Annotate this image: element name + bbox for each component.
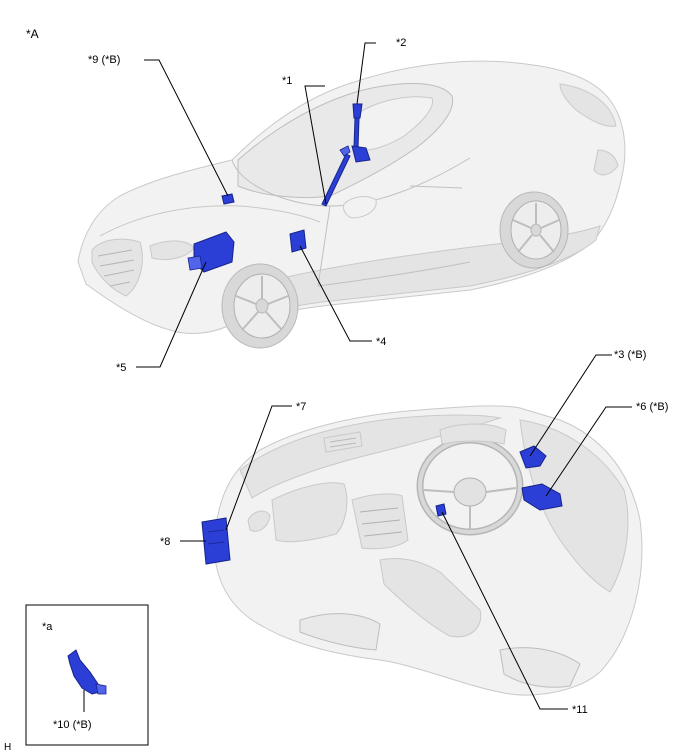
callout-5: *5 bbox=[116, 362, 126, 374]
front-wheel bbox=[221, 263, 299, 349]
part-1-curtain-airbag bbox=[321, 145, 351, 207]
part-5-module bbox=[187, 231, 235, 273]
callout-2: *2 bbox=[396, 37, 406, 49]
callout-4: *4 bbox=[376, 336, 386, 348]
rear-wheel bbox=[499, 191, 569, 269]
view-label-inset: *a bbox=[42, 621, 53, 633]
part-6-module bbox=[521, 483, 563, 511]
inset-frame bbox=[25, 604, 149, 746]
callout-1: *1 bbox=[282, 75, 292, 87]
part-4-sensor bbox=[289, 229, 307, 253]
part-3-module bbox=[519, 445, 547, 469]
callout-8: *8 bbox=[160, 536, 170, 548]
part-9-sensor bbox=[221, 193, 235, 205]
dashboard-interior bbox=[201, 405, 643, 696]
corner-label: H bbox=[4, 742, 11, 753]
car-exterior bbox=[77, 60, 626, 349]
callout-3: *3 (*B) bbox=[614, 349, 646, 361]
view-label-main: *A bbox=[26, 27, 39, 41]
inset-detail: *a *10 (*B) bbox=[25, 604, 149, 746]
part-11-sensor bbox=[435, 503, 447, 517]
top-leaders bbox=[136, 42, 376, 368]
bottom-leaders bbox=[180, 354, 632, 710]
part-2-seatbelt-pretensioner bbox=[351, 103, 371, 163]
callout-9: *9 (*B) bbox=[88, 54, 120, 66]
part-8-module bbox=[201, 517, 231, 565]
callout-7: *7 bbox=[296, 401, 306, 413]
callout-11: *11 bbox=[572, 704, 588, 716]
callout-10: *10 (*B) bbox=[53, 719, 92, 731]
callout-6: *6 (*B) bbox=[636, 401, 668, 413]
part-10-bracket-module bbox=[67, 649, 107, 695]
